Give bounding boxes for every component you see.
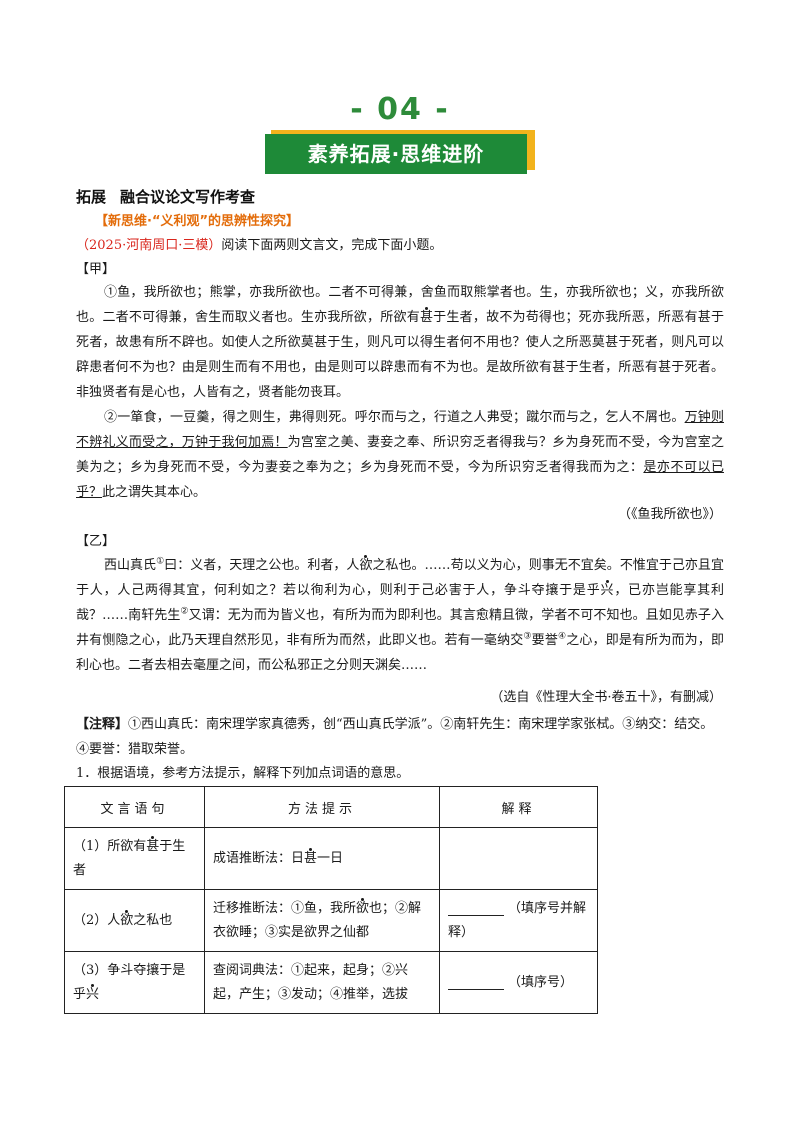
- jia-paragraph-1: ①鱼，我所欲也；熊掌，亦我所欲也。二者不可得兼，舍鱼而取熊掌者也。生，亦我所欲也…: [76, 285, 724, 400]
- underlined-sentence: 万钟则不辨礼义而受之，万钟于我何加焉！: [76, 410, 724, 450]
- emphasis-dot: 甚: [304, 850, 318, 866]
- answer-blank[interactable]: [448, 975, 504, 990]
- emphasis-dot: 欲: [356, 900, 370, 916]
- emphasis-dot: 兴: [86, 986, 100, 1002]
- sentence-cell: （3）争斗夺攘于是乎兴: [64, 951, 205, 1014]
- section-banner: 素养拓展·思维进阶: [265, 130, 535, 174]
- yi-label: 【乙】: [76, 534, 116, 549]
- table-row: （3）争斗夺攘于是乎兴 查阅词典法：①起来，起身；②兴起，产生；③发动；④推举，…: [64, 951, 598, 1014]
- table-header-row: 文言语句 方法提示 解释: [64, 786, 598, 828]
- section-heading: 拓展融合议论文写作考查: [76, 186, 255, 207]
- annotation-text: ①西山真氏：南宋理学家真德秀，创“西山真氏学派”。②南轩先生：南宋理学家张栻。③…: [76, 717, 714, 757]
- emphasis-dot: 兴: [600, 583, 615, 598]
- emphasis-dot: 欲: [120, 912, 134, 928]
- method-cell: 成语推断法：日甚一日: [204, 827, 440, 890]
- emphasis-dot: 甚: [146, 838, 160, 854]
- method-cell: 迁移推断法：①鱼，我所欲也；②解衣欲睡；③实是欲界之仙都: [204, 889, 440, 952]
- annotation-label: 【注释】: [76, 717, 129, 732]
- emphasis-dot: 甚: [419, 310, 434, 325]
- method-cell: 查阅词典法：①起来，起身；②兴起，产生；③发动；④推举，选拔: [204, 951, 440, 1014]
- jia-label: 【甲】: [76, 262, 116, 277]
- table-row: （1）所欲有甚于生者 成语推断法：日甚一日: [64, 827, 598, 890]
- section-number: - 04 -: [350, 92, 450, 127]
- section-title-text: 融合议论文写作考查: [120, 188, 256, 206]
- answer-cell[interactable]: （填序号并解释）: [439, 889, 598, 952]
- sentence-cell: （2）人欲之私也: [64, 889, 205, 952]
- jia-paragraph-2: ②一箪食，一豆羹，得之则生，弗得则死。呼尔而与之，行道之人弗受；蹴尔而与之，乞人…: [76, 410, 724, 500]
- yi-citation: （选自《性理大全书·卷五十》，有删减）: [490, 690, 722, 705]
- source-origin: （2025·河南周口·三模）: [76, 238, 222, 253]
- table-header: 解释: [439, 786, 598, 828]
- question-prompt: 1．根据语境，参考方法提示，解释下列加点词语的意思。: [76, 766, 410, 781]
- sentence-cell: （1）所欲有甚于生者: [64, 827, 205, 890]
- table-header: 方法提示: [204, 786, 440, 828]
- answer-cell[interactable]: （填序号）: [439, 951, 598, 1014]
- source-instruction: 阅读下面两则文言文，完成下面小题。: [221, 238, 443, 253]
- table-header: 文言语句: [64, 786, 205, 828]
- annotation: 【注释】①西山真氏：南宋理学家真德秀，创“西山真氏学派”。②南轩先生：南宋理学家…: [76, 712, 724, 762]
- jia-citation: （《鱼我所欲也》）: [617, 507, 722, 522]
- answer-blank[interactable]: [448, 901, 504, 916]
- yi-paragraph: 西山真氏①曰：义者，天理之公也。利者，人欲之私也。……苟以义为心，则事无不宜矣。…: [76, 556, 724, 673]
- answer-table: 文言语句 方法提示 解释 （1）所欲有甚于生者 成语推断法：日甚一日 （2）人欲…: [64, 786, 598, 1014]
- section-subtitle: 【新思维·“义利观”的思辨性探究】: [95, 214, 300, 229]
- underlined-sentence: 是亦不可以已乎？: [76, 460, 724, 500]
- section-tag: 拓展: [76, 188, 107, 206]
- table-row: （2）人欲之私也 迁移推断法：①鱼，我所欲也；②解衣欲睡；③实是欲界之仙都 （填…: [64, 889, 598, 952]
- banner-title: 素养拓展·思维进阶: [265, 134, 527, 174]
- emphasis-dot: 欲: [359, 558, 373, 573]
- answer-cell[interactable]: [439, 827, 598, 890]
- source-line: （2025·河南周口·三模）阅读下面两则文言文，完成下面小题。: [76, 234, 442, 253]
